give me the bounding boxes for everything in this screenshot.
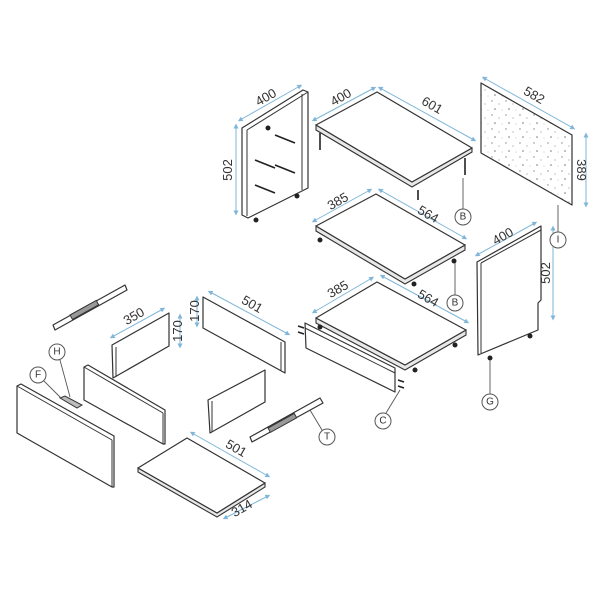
dim-left-side-height: 502 <box>220 159 235 181</box>
svg-text:T: T <box>324 432 330 443</box>
callout-i: I <box>549 205 567 249</box>
callout-t: T <box>309 409 336 446</box>
drawer-side: 350 170 <box>109 304 185 379</box>
dim-left-side-width: 400 <box>253 85 279 109</box>
drawer-slide-left <box>52 284 128 331</box>
callout-h: H <box>48 343 71 398</box>
dim-top-depth: 400 <box>328 85 354 109</box>
dim-back-height: 389 <box>574 159 589 181</box>
svg-text:B: B <box>452 298 459 309</box>
dim-drawer-back-length: 501 <box>239 292 265 316</box>
callout-g: G <box>481 360 499 411</box>
middle-shelf: 385 564 <box>311 188 468 287</box>
drawer-handle <box>58 395 84 409</box>
plinth-panel <box>297 322 405 393</box>
right-side-panel: 400 502 <box>474 221 556 361</box>
svg-text:I: I <box>557 235 560 246</box>
drawer-side-right <box>207 369 266 434</box>
dim-drawer-side-height: 170 <box>170 320 185 342</box>
svg-text:H: H <box>53 347 60 358</box>
drawer-slide-right <box>249 397 324 443</box>
dim-right-side-height: 502 <box>538 262 553 284</box>
drawer-back: 170 501 <box>187 290 291 374</box>
svg-text:B: B <box>460 212 467 223</box>
callout-c: C <box>374 389 401 430</box>
svg-text:C: C <box>379 416 386 427</box>
back-board: 582 389 <box>480 76 589 208</box>
svg-text:F: F <box>35 370 41 381</box>
dim-back-width: 582 <box>521 83 547 107</box>
left-side-panel: 400 502 <box>220 84 309 223</box>
callout-f: F <box>29 366 63 400</box>
top-board: 400 601 <box>311 85 477 200</box>
dim-drawer-side-length: 350 <box>121 304 147 328</box>
drawer-inner-front <box>83 364 166 445</box>
dim-top-width: 601 <box>419 93 445 117</box>
dim-drawer-bottom-length: 501 <box>223 436 249 460</box>
callout-b-middle: B <box>446 263 464 312</box>
drawer-bottom: 501 314 <box>137 431 271 520</box>
dim-shelf2-depth: 385 <box>325 277 351 301</box>
dim-drawer-back-height: 170 <box>187 300 202 322</box>
callout-b-top: B <box>454 178 472 226</box>
svg-text:G: G <box>486 397 494 408</box>
drawer-front-panel <box>16 383 115 488</box>
